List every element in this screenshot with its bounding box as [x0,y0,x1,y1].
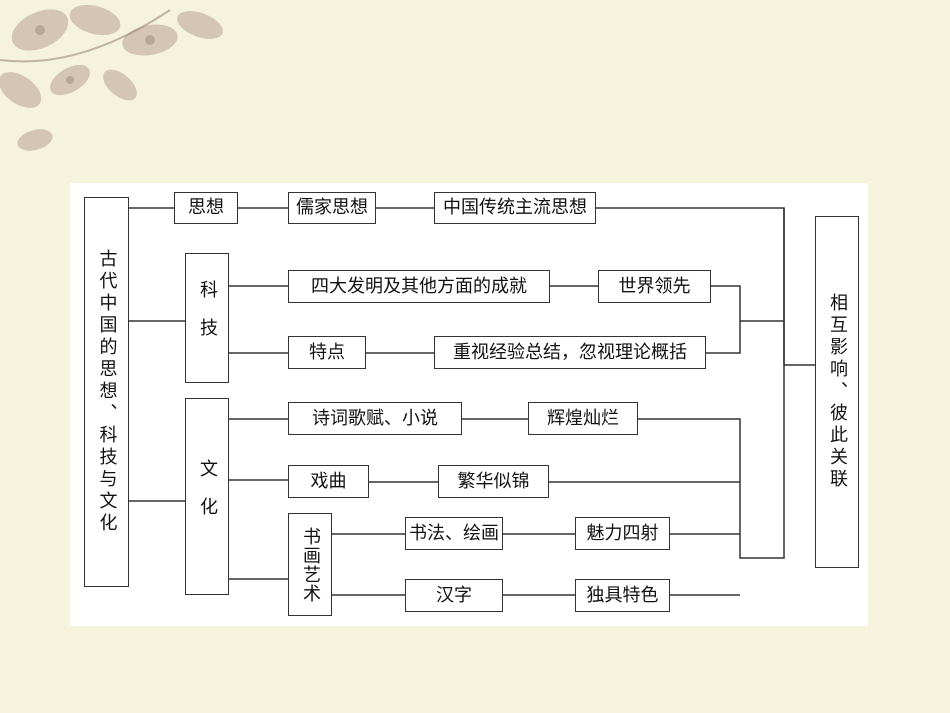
node-inventions: 四大发明及其他方面的成就 [288,270,550,303]
result-node: 相互影响、彼此关联 [815,216,859,568]
node-traits: 特点 [288,336,366,369]
node-confucian: 儒家思想 [288,192,376,224]
node-brilliant: 辉煌灿烂 [528,402,638,435]
plum-blossom-decoration [0,4,223,151]
diagram-panel: 古代中国的思想、科技与文化 思想 科技 文化 儒家思想 中国传统主流思想 四大发… [70,183,868,626]
node-opera: 戏曲 [288,465,369,498]
category-calligraphy-art: 书画艺术 [288,513,332,616]
node-charm: 魅力四射 [575,517,670,550]
node-unique: 独具特色 [575,579,670,612]
node-hanzi: 汉字 [405,579,503,612]
root-node: 古代中国的思想、科技与文化 [84,197,129,587]
node-world-lead: 世界领先 [598,270,711,303]
node-experience: 重视经验总结，忽视理论概括 [434,336,706,369]
node-painting: 书法、绘画 [405,517,503,550]
category-tech: 科技 [185,253,229,383]
node-flourish: 繁华似锦 [438,465,549,498]
node-mainstream: 中国传统主流思想 [434,192,596,224]
connector-lines [128,207,815,596]
category-culture: 文化 [185,398,229,595]
category-thought: 思想 [174,192,238,224]
node-poetry: 诗词歌赋、小说 [288,402,462,435]
